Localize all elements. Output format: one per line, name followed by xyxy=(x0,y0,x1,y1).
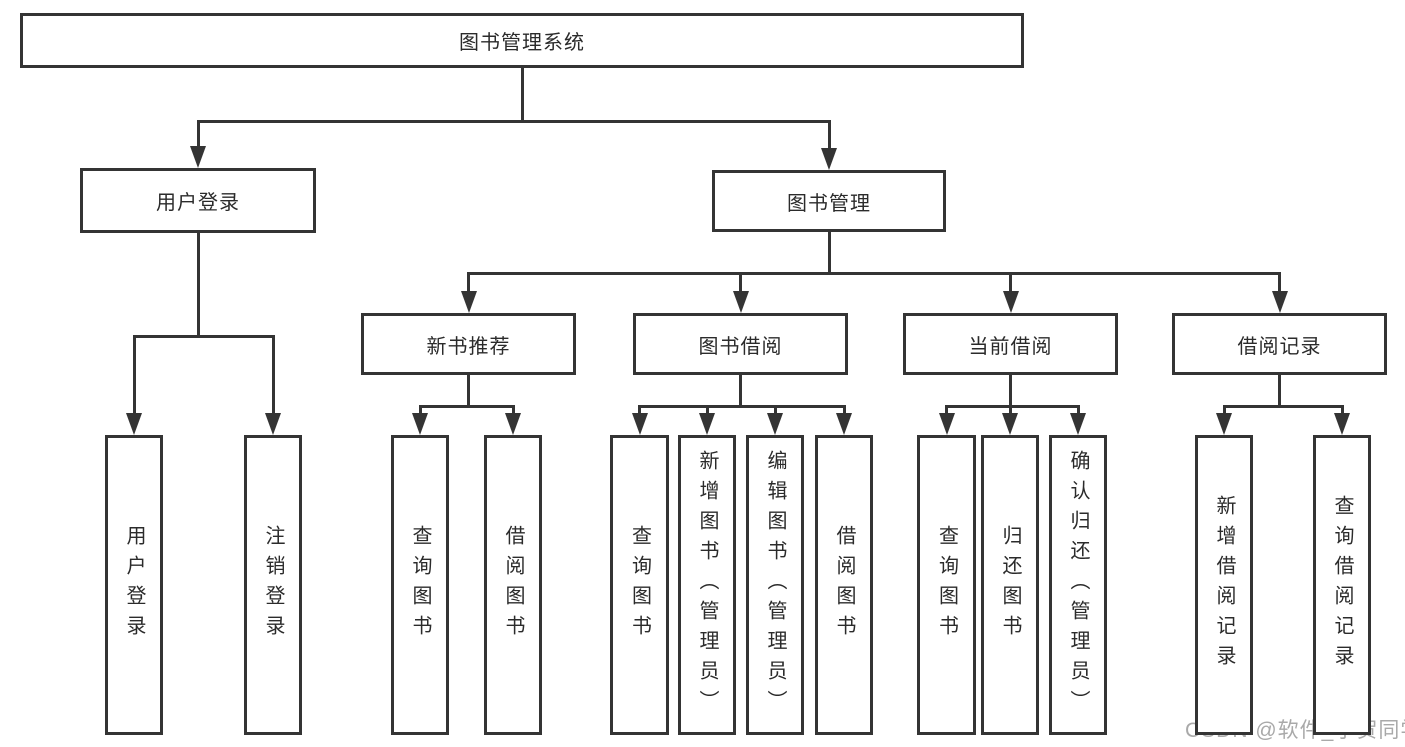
connector-stem-new-book-recommend xyxy=(467,374,470,408)
node-label-user-login: 用户登录 xyxy=(156,192,240,214)
node-leaf-query-book-current: 查询图书 xyxy=(917,435,976,735)
node-label-leaf-borrow-book-borrow: 借阅图书 xyxy=(833,525,855,645)
node-leaf-return-book: 归还图书 xyxy=(981,435,1039,735)
arrowhead-down-icon xyxy=(732,291,749,313)
connector-drop-leaf-query-book-current xyxy=(945,405,948,415)
connector-bar-user-login xyxy=(132,335,275,338)
connector-drop-leaf-add-borrow-record xyxy=(1222,405,1226,415)
connector-drop-leaf-user-login xyxy=(132,335,136,415)
connector-drop-leaf-confirm-return-admin xyxy=(1076,405,1080,415)
connector-stem-book-borrow xyxy=(739,374,742,408)
connector-drop-borrow-records xyxy=(1278,272,1281,293)
node-label-leaf-logout: 注销登录 xyxy=(262,525,284,645)
arrowhead-down-icon xyxy=(1271,291,1288,313)
node-label-leaf-query-borrow-record: 查询借阅记录 xyxy=(1331,495,1353,675)
arrowhead-down-icon xyxy=(190,146,206,168)
connector-drop-book-borrow xyxy=(739,272,742,293)
arrowhead-down-icon xyxy=(1334,413,1350,435)
connector-drop-leaf-borrow-book-borrow xyxy=(842,405,846,415)
arrowhead-down-icon xyxy=(505,413,521,435)
node-label-new-book-recommend: 新书推荐 xyxy=(426,335,511,358)
connector-drop-leaf-return-book xyxy=(1008,405,1012,415)
node-label-book-manage: 图书管理 xyxy=(787,192,871,215)
node-leaf-edit-book-admin: 编辑图书（管理员） xyxy=(746,435,804,735)
connector-stem-user-login xyxy=(196,232,200,338)
node-leaf-query-borrow-record: 查询借阅记录 xyxy=(1313,435,1371,735)
connector-stem-book-manage xyxy=(827,231,831,275)
node-book-manage: 图书管理 xyxy=(712,170,946,232)
node-leaf-borrow-book-borrow: 借阅图书 xyxy=(815,435,873,735)
connector-bar-root xyxy=(196,120,831,123)
node-leaf-query-book-borrow: 查询图书 xyxy=(610,435,669,735)
node-leaf-logout: 注销登录 xyxy=(244,435,302,735)
arrowhead-down-icon xyxy=(767,413,783,435)
node-user-login: 用户登录 xyxy=(80,168,316,233)
node-leaf-add-borrow-record: 新增借阅记录 xyxy=(1195,435,1253,735)
arrowhead-down-icon xyxy=(699,413,715,435)
node-label-leaf-borrow-book-new: 借阅图书 xyxy=(502,525,524,645)
node-label-root: 图书管理系统 xyxy=(459,32,585,54)
connector-drop-leaf-query-book-new xyxy=(418,405,422,415)
node-borrow-records: 借阅记录 xyxy=(1172,313,1387,375)
arrowhead-down-icon xyxy=(821,148,837,170)
connector-drop-new-book-recommend xyxy=(467,272,470,293)
node-label-leaf-query-book-current: 查询图书 xyxy=(935,525,958,645)
arrowhead-down-icon xyxy=(938,413,955,435)
node-current-borrow: 当前借阅 xyxy=(903,313,1118,375)
node-root: 图书管理系统 xyxy=(20,13,1024,68)
arrowhead-down-icon xyxy=(412,413,428,435)
node-label-leaf-query-book-new: 查询图书 xyxy=(409,525,431,645)
node-label-leaf-add-borrow-record: 新增借阅记录 xyxy=(1213,495,1235,675)
node-label-leaf-return-book: 归还图书 xyxy=(999,525,1021,645)
node-label-book-borrow: 图书借阅 xyxy=(698,335,783,358)
node-book-borrow: 图书借阅 xyxy=(633,313,848,375)
connector-drop-leaf-borrow-book-new xyxy=(511,405,515,415)
arrowhead-down-icon xyxy=(1002,291,1019,313)
connector-drop-leaf-edit-book-admin xyxy=(773,405,777,415)
node-label-leaf-user-login: 用户登录 xyxy=(123,525,145,645)
node-label-leaf-add-book-admin: 新增图书（管理员） xyxy=(696,450,718,720)
node-new-book-recommend: 新书推荐 xyxy=(361,313,576,375)
node-label-current-borrow: 当前借阅 xyxy=(968,335,1053,358)
connector-bar-new-book-recommend xyxy=(418,405,515,408)
node-leaf-confirm-return-admin: 确认归还（管理员） xyxy=(1049,435,1107,735)
connector-drop-leaf-logout xyxy=(271,335,275,415)
connector-drop-leaf-query-borrow-record xyxy=(1340,405,1344,415)
connector-drop-leaf-query-book-borrow xyxy=(638,405,641,415)
node-leaf-borrow-book-new: 借阅图书 xyxy=(484,435,542,735)
connector-drop-leaf-add-book-admin xyxy=(705,405,709,415)
arrowhead-down-icon xyxy=(1002,413,1018,435)
arrowhead-down-icon xyxy=(1070,413,1086,435)
node-leaf-user-login: 用户登录 xyxy=(105,435,163,735)
node-label-leaf-query-book-borrow: 查询图书 xyxy=(628,525,651,645)
connector-stem-root xyxy=(520,67,524,123)
arrowhead-down-icon xyxy=(460,291,477,313)
connector-stem-current-borrow xyxy=(1009,374,1012,408)
arrowhead-down-icon xyxy=(836,413,852,435)
node-label-leaf-confirm-return-admin: 确认归还（管理员） xyxy=(1067,450,1089,720)
connector-drop-user-login xyxy=(196,120,200,148)
node-leaf-query-book-new: 查询图书 xyxy=(391,435,449,735)
connector-bar-borrow-records xyxy=(1222,405,1344,408)
node-label-borrow-records: 借阅记录 xyxy=(1237,335,1322,358)
connector-bar-current-borrow xyxy=(945,405,1080,408)
arrowhead-down-icon xyxy=(126,413,142,435)
connector-bar-book-manage xyxy=(467,272,1281,275)
arrowhead-down-icon xyxy=(631,413,648,435)
connector-drop-current-borrow xyxy=(1009,272,1012,293)
node-leaf-add-book-admin: 新增图书（管理员） xyxy=(678,435,736,735)
connector-drop-book-manage xyxy=(827,120,831,150)
connector-bar-book-borrow xyxy=(638,405,846,408)
arrowhead-down-icon xyxy=(265,413,281,435)
node-label-leaf-edit-book-admin: 编辑图书（管理员） xyxy=(764,450,786,720)
connector-stem-borrow-records xyxy=(1278,374,1281,408)
arrowhead-down-icon xyxy=(1216,413,1232,435)
